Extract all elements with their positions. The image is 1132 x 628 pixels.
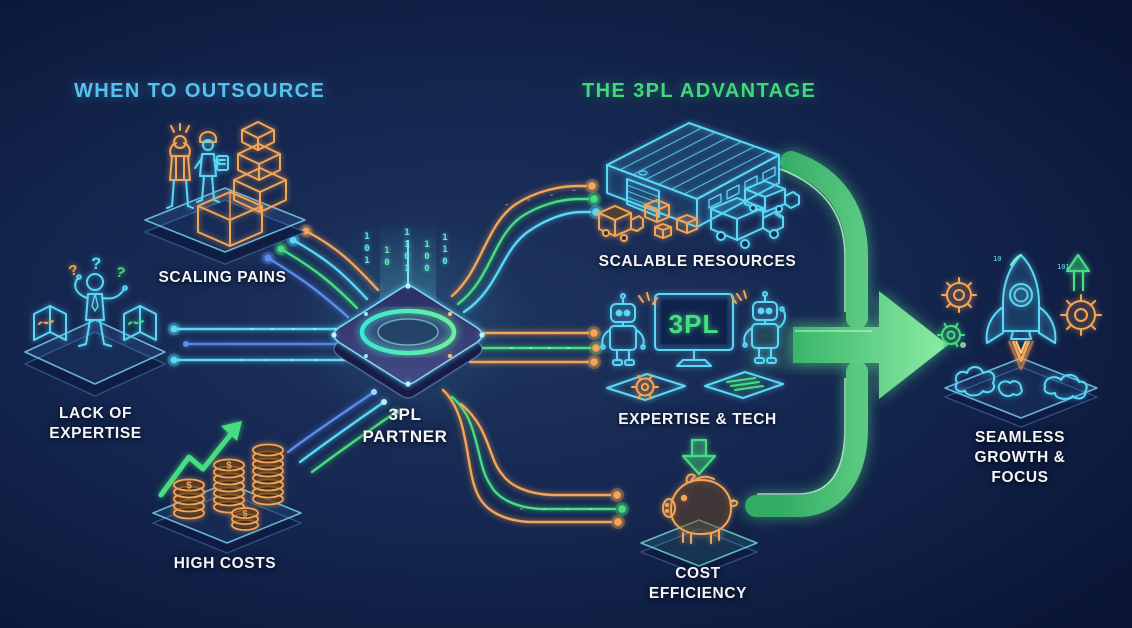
monitor-3pl-text: 3PL [669, 309, 720, 339]
truck-icon [710, 197, 784, 249]
binary-bit: 101 [1057, 263, 1070, 271]
binary-stream: 101 [362, 232, 372, 268]
svg-text:?: ? [67, 261, 80, 280]
scaling-pains-icon [138, 110, 313, 265]
platform [24, 319, 166, 397]
growth-arrow [745, 151, 966, 517]
lines-chip-to-tech [464, 326, 603, 369]
scalable-resources-icon [593, 105, 805, 251]
clipboard-worker-icon [194, 131, 229, 203]
scalable-resources-label: SCALABLE RESOURCES [598, 253, 797, 270]
svg-text:$: $ [186, 481, 192, 492]
robot-icon [742, 291, 787, 364]
smoke-clouds [954, 366, 1088, 400]
3pl-partner-chip-icon: 101 10 1101 100 110 [318, 228, 498, 406]
truck-icon [744, 180, 800, 213]
cost-efficiency-icon [633, 436, 765, 576]
gear-icon [1060, 294, 1102, 336]
expertise-tech-icon: 3PL [593, 288, 795, 408]
up-arrow-icon [1065, 253, 1091, 291]
binary-stream: 110 [440, 233, 450, 269]
map-icon-left [33, 305, 67, 341]
robot-icon [600, 293, 646, 366]
growth-focus-icon: 10 101 [933, 243, 1111, 428]
3pl-partner-label: 3PL PARTNER [362, 405, 448, 447]
box-stack-icon [197, 121, 287, 247]
piggy-bank-icon [662, 473, 739, 544]
tablet-report-icon [704, 371, 784, 399]
map-icon-right [123, 305, 157, 341]
lack-of-expertise-icon: ? ? ? [20, 254, 170, 400]
binary-stream: 10 [382, 246, 392, 270]
tablet-gear-icon [606, 373, 686, 401]
gear-icon [941, 277, 977, 313]
cargo-box-icon [644, 199, 698, 239]
platform [144, 187, 306, 265]
rocket-flame-icon [1007, 340, 1035, 371]
scaling-pains-label: SCALING PAINS [158, 269, 287, 286]
high-costs-icon: $ $ $ [145, 395, 310, 554]
lines-expertise-to-chip [167, 322, 354, 367]
high-costs-label: HIGH COSTS [173, 555, 277, 572]
confused-person-icon [74, 273, 128, 347]
monitor-icon: 3PL [654, 293, 734, 367]
rocket-icon [985, 254, 1057, 344]
chip-pins [331, 283, 485, 387]
gear-icon [937, 322, 965, 348]
growth-focus-label: SEAMLESS GROWTH & FOCUS [974, 429, 1066, 487]
svg-text:?: ? [114, 263, 127, 282]
svg-text:$: $ [242, 509, 247, 519]
delivery-truck-icon [598, 205, 644, 242]
stressed-worker-icon [166, 123, 194, 209]
question-marks: ? ? ? [67, 254, 127, 282]
binary-stream: 100 [422, 240, 432, 276]
glowing-ring [358, 307, 458, 357]
lines-chip-to-resources [450, 179, 603, 314]
down-arrow-icon [681, 438, 717, 476]
expertise-tech-label: EXPERTISE & TECH [618, 411, 777, 428]
rising-arrow-icon [158, 421, 242, 498]
lines-chip-to-cost [441, 388, 629, 529]
platform [640, 519, 758, 576]
cost-efficiency-label: COST EFFICIENCY [648, 565, 748, 603]
binary-bit: 10 [993, 255, 1001, 263]
binary-stream: 1101 [402, 228, 412, 276]
svg-text:$: $ [226, 461, 232, 472]
svg-text:?: ? [91, 254, 101, 273]
lack-of-expertise-label: LACK OF EXPERTISE [49, 405, 142, 443]
coin-stack-icon: $ $ $ [173, 443, 284, 531]
lines-scaling-to-chip [261, 224, 380, 319]
spark-marks [638, 290, 747, 305]
left-section-title: WHEN TO OUTSOURCE [74, 80, 326, 102]
lines-costs-to-chip [286, 389, 399, 474]
right-section-title: THE 3PL ADVANTAGE [582, 80, 817, 102]
